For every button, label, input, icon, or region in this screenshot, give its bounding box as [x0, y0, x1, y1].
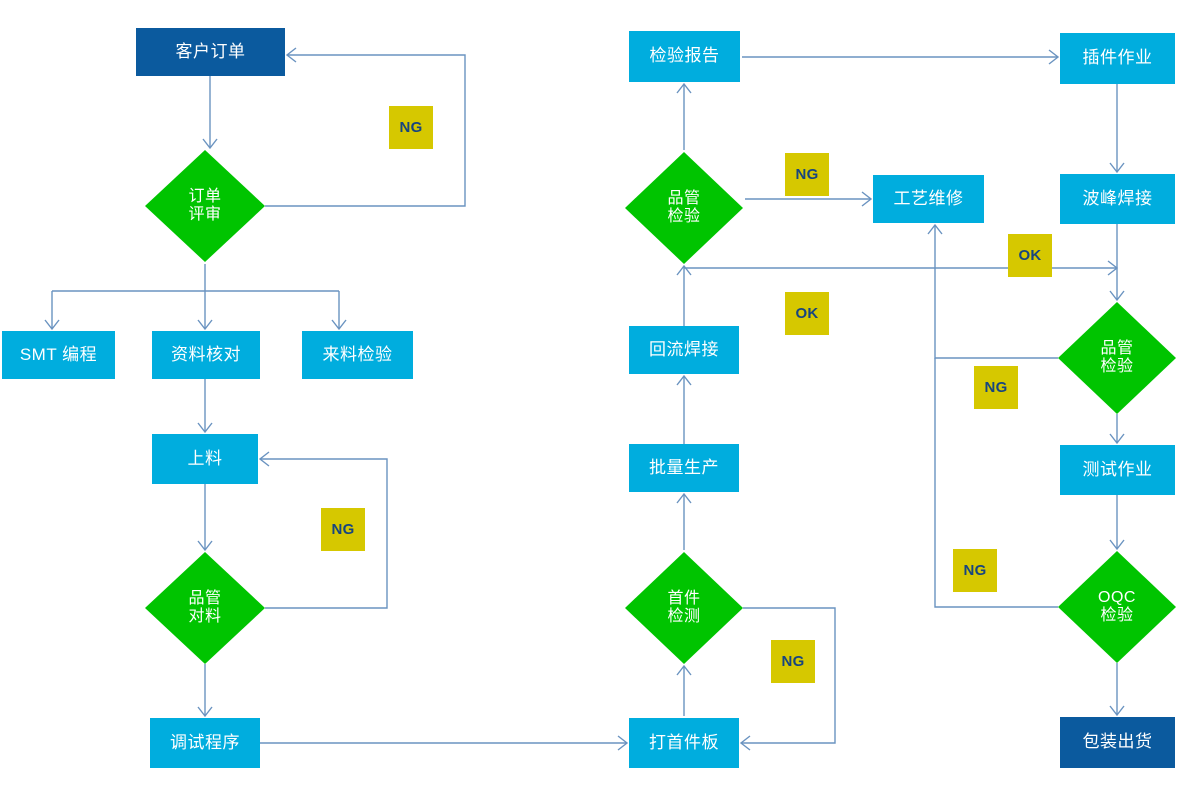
node-label-order-review: 订单 评审 — [188, 187, 222, 223]
node-reflow-soldering[interactable]: 回流焊接 — [629, 326, 739, 374]
node-label-debug-program: 调试程序 — [170, 732, 240, 752]
node-qc-inspection-2[interactable]: 品管 检验 — [1058, 302, 1176, 414]
edge-report-to-insertion-arrowhead-icon — [1048, 49, 1060, 65]
node-oqc-inspection[interactable]: OQC 检验 — [1058, 551, 1176, 663]
node-label-insertion-work: 插件作业 — [1082, 48, 1153, 68]
node-customer-order[interactable]: 客户订单 — [136, 28, 285, 76]
edge-test-operation-to-oqc-arrowhead-icon — [1109, 539, 1125, 551]
node-packing-shipping[interactable]: 包装出货 — [1060, 717, 1175, 768]
node-insertion-work[interactable]: 插件作业 — [1060, 33, 1175, 84]
node-label-qc-inspection-2: 品管 检验 — [1100, 339, 1134, 375]
edge-wave-to-qc-2-arrowhead-icon — [1109, 290, 1125, 302]
edge-branch-to-incoming-arrowhead-icon — [331, 319, 347, 331]
node-data-check[interactable]: 资料核对 — [152, 331, 260, 379]
node-label-inspection-report: 检验报告 — [649, 46, 720, 66]
edge-test-ng-to-first-board-arrowhead-icon — [739, 735, 751, 751]
edge-qc-material-to-debug-arrowhead-icon — [197, 706, 213, 718]
node-first-article-board[interactable]: 打首件板 — [629, 718, 739, 768]
node-label-packing-shipping: 包装出货 — [1082, 732, 1153, 752]
edge-tag-tag-ng-first-article: NG — [771, 640, 815, 683]
edge-qc-1-ng-to-repair-arrowhead-icon — [861, 191, 873, 207]
edge-tag-tag-ng-qc-inspection-2: NG — [974, 366, 1018, 409]
edge-reflow-to-qc-1-arrowhead-icon — [676, 264, 692, 276]
edge-tag-tag-ng-order-review: NG — [389, 106, 433, 149]
node-first-article-test[interactable]: 首件 检测 — [625, 552, 743, 664]
edge-qc-2-to-test-operation-arrowhead-icon — [1109, 433, 1125, 445]
node-test-operation[interactable]: 测试作业 — [1060, 445, 1175, 495]
edge-insertion-to-wave-arrowhead-icon — [1109, 162, 1125, 174]
node-label-smt-programming: SMT 编程 — [19, 344, 98, 364]
node-label-process-repair: 工艺维修 — [893, 188, 964, 208]
edge-review-ng-to-customer-order-arrowhead-icon — [285, 47, 297, 63]
node-label-first-article-test: 首件 检测 — [667, 589, 701, 625]
node-label-qc-inspection-1: 品管 检验 — [667, 189, 701, 225]
node-smt-programming[interactable]: SMT 编程 — [2, 331, 115, 379]
node-label-incoming-check: 来料检验 — [322, 344, 393, 364]
edge-qc-2-ng-to-repair-arrowhead-icon — [927, 223, 943, 235]
edge-data-check-to-feeding-arrowhead-icon — [197, 422, 213, 434]
edge-debug-to-first-article-board-arrowhead-icon — [617, 735, 629, 751]
node-mass-production[interactable]: 批量生产 — [629, 444, 739, 492]
edge-qc-1-ok-to-qc-2-arrowhead-icon — [1107, 260, 1119, 276]
node-wave-soldering[interactable]: 波峰焊接 — [1060, 174, 1175, 224]
node-label-reflow-soldering: 回流焊接 — [649, 339, 719, 359]
node-label-wave-soldering: 波峰焊接 — [1082, 188, 1153, 208]
node-qc-material[interactable]: 品管 对料 — [145, 552, 265, 664]
node-label-feeding: 上料 — [187, 448, 223, 468]
node-incoming-check[interactable]: 来料检验 — [302, 331, 413, 379]
edge-tag-tag-ng-oqc: NG — [953, 549, 997, 592]
edge-oqc-to-packing-arrowhead-icon — [1109, 705, 1125, 717]
node-label-test-operation: 测试作业 — [1082, 459, 1153, 479]
node-label-qc-material: 品管 对料 — [188, 589, 222, 625]
edge-branch-to-data-check-arrowhead-icon — [197, 319, 213, 331]
edge-test-to-mass-production-arrowhead-icon — [676, 492, 692, 504]
node-order-review[interactable]: 订单 评审 — [145, 150, 265, 262]
node-feeding[interactable]: 上料 — [152, 434, 258, 484]
edge-tag-tag-ng-qc-inspection-1: NG — [785, 153, 829, 196]
edge-qc-1-to-report-arrowhead-icon — [676, 82, 692, 94]
edge-tag-tag-ok-process-repair: OK — [1008, 234, 1052, 277]
edge-branch-to-smt-arrowhead-icon — [44, 319, 60, 331]
edge-tag-tag-ok-qc-inspection-1: OK — [785, 292, 829, 335]
node-label-mass-production: 批量生产 — [649, 457, 719, 477]
node-label-oqc-inspection: OQC 检验 — [1098, 588, 1136, 624]
edge-mass-to-reflow-arrowhead-icon — [676, 374, 692, 386]
node-label-first-article-board: 打首件板 — [649, 732, 719, 752]
edge-tag-tag-ng-qc-material: NG — [321, 508, 365, 551]
node-process-repair[interactable]: 工艺维修 — [873, 175, 984, 223]
edge-qc-material-ng-to-feeding-arrowhead-icon — [258, 451, 270, 467]
edge-feeding-to-qc-material-arrowhead-icon — [197, 540, 213, 552]
edge-review-ng-to-customer-order — [265, 54, 466, 207]
node-label-customer-order: 客户订单 — [175, 41, 246, 61]
node-qc-inspection-1[interactable]: 品管 检验 — [625, 152, 743, 264]
node-inspection-report[interactable]: 检验报告 — [629, 31, 740, 82]
node-debug-program[interactable]: 调试程序 — [150, 718, 260, 768]
edge-customer-order-to-review-arrowhead-icon — [202, 138, 218, 150]
edge-first-board-to-test-arrowhead-icon — [676, 664, 692, 676]
node-label-data-check: 资料核对 — [171, 344, 241, 364]
